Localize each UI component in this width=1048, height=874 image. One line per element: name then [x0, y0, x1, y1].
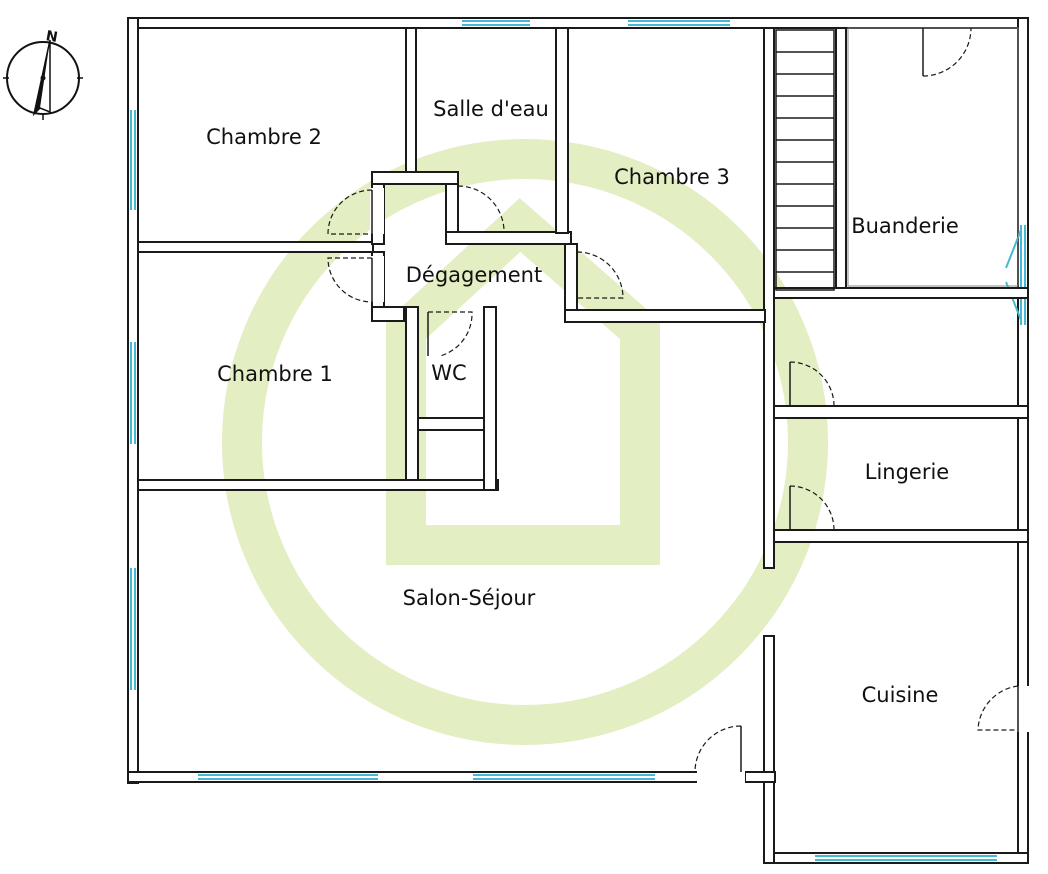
room-label-cuisine: Cuisine: [862, 683, 939, 707]
room-label-salle-deau: Salle d'eau: [433, 97, 549, 121]
room-label-buanderie: Buanderie: [851, 214, 959, 238]
room-label-chambre-3: Chambre 3: [614, 165, 730, 189]
room-label-chambre-1: Chambre 1: [217, 362, 333, 386]
windows: [129, 19, 1027, 862]
room-label-wc: WC: [431, 361, 466, 385]
room-label-salon-sejour: Salon-Séjour: [403, 586, 536, 610]
compass-rose-icon: N: [3, 28, 83, 120]
staircase: [775, 29, 835, 291]
room-label-chambre-2: Chambre 2: [206, 125, 322, 149]
room-label-lingerie: Lingerie: [865, 460, 949, 484]
interior-walls: [137, 27, 1029, 543]
doors: [327, 27, 1029, 783]
room-label-degagement: Dégagement: [406, 263, 542, 287]
buanderie-outline: [847, 27, 1019, 287]
north-label: N: [45, 28, 59, 46]
room-labels: Chambre 2 Salle d'eau Chambre 3 Buanderi…: [206, 97, 959, 707]
